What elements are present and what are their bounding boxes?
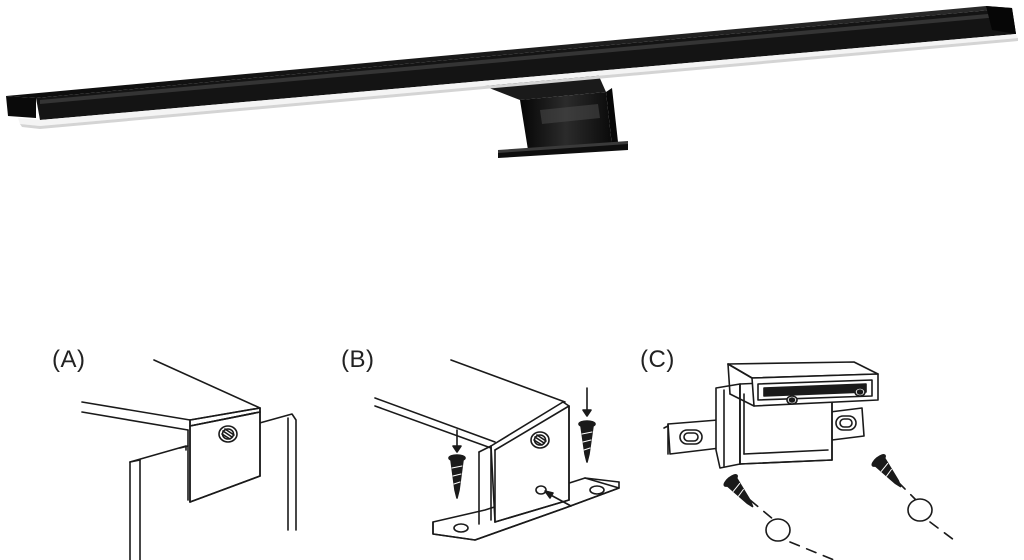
lamp-product-image: [6, 6, 1018, 158]
panel-b-label: (B): [341, 346, 375, 373]
lamp-profile: [727, 361, 879, 407]
lamp-bar-outline: [374, 359, 566, 449]
clamp-bracket: [179, 407, 261, 503]
set-screw-icon: [530, 431, 550, 449]
screw-icon: [448, 429, 466, 499]
set-screw-icon: [218, 425, 238, 443]
screw-hole: [535, 485, 547, 495]
panel-c-label: (C): [640, 346, 675, 373]
mirror-edge: [129, 413, 297, 560]
arrow-icon: [544, 490, 572, 507]
lamp-bar: [6, 6, 1018, 129]
lamp-bar-outline: [81, 359, 261, 431]
panel-c-diagram: [663, 361, 955, 560]
panel-a-label: (A): [52, 346, 86, 373]
screw-icon: [578, 387, 596, 463]
panel-b-diagram: [374, 359, 620, 541]
panel-a-diagram: [81, 359, 297, 560]
wall-plug-icon: [765, 498, 933, 542]
lamp-bracket: [484, 74, 628, 158]
wall-plate: [663, 407, 865, 455]
screw-icon: [723, 474, 754, 508]
assembly-guide-lines: [749, 481, 955, 560]
